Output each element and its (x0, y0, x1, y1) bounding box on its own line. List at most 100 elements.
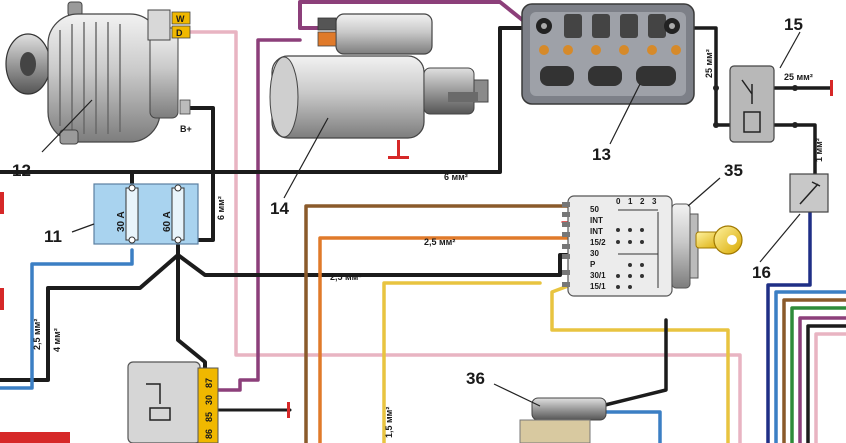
ign-pos-0: 0 (616, 197, 621, 206)
terminal-w (171, 11, 191, 25)
mount-block (521, 3, 695, 105)
wire-yellow-15 (550, 284, 730, 443)
wire-blue-right (774, 290, 846, 443)
wire-pink-right (814, 332, 846, 443)
callout-12: 12 (12, 161, 31, 180)
relay-pin-87: 87 (204, 378, 214, 388)
ign-pos-3: 3 (652, 197, 657, 206)
edge-mark-1 (0, 192, 4, 214)
starter (269, 13, 489, 139)
edge-mark-3 (0, 432, 70, 443)
wire-orange-int (318, 236, 570, 443)
ign-term-15-2: 15/2 (590, 238, 606, 247)
fuse-30a (125, 187, 139, 241)
callout-16: 16 (752, 263, 771, 282)
wire-blue-sensor (603, 410, 662, 443)
starter-drive (423, 67, 475, 115)
key-icon (695, 225, 743, 255)
gauge-15mm-v: 1,5 мм² (384, 407, 394, 438)
ignition-pins (562, 202, 570, 287)
starter-solenoid (335, 13, 433, 55)
callout-lines (41, 31, 801, 407)
sensor-36 (519, 397, 607, 443)
ign-term-15-1: 15/1 (590, 282, 606, 291)
gauge-25mm-left-v: 2,5 мм² (32, 319, 42, 350)
wire-black-relay15-b (773, 123, 817, 177)
label-d: D (176, 28, 183, 38)
wire-black-down-left (0, 253, 180, 382)
relay-15 (713, 65, 798, 143)
ign-term-int2: INT (590, 227, 603, 236)
edge-mark-2 (0, 288, 4, 310)
gauge-6mm-main: 6 мм² (444, 172, 468, 182)
wire-green-right (790, 306, 846, 443)
block-fuses-mid (539, 45, 681, 55)
relay-bottom-body (127, 361, 201, 443)
callout-11: 11 (44, 227, 62, 246)
block-terminals-top (536, 14, 680, 38)
ign-term-30-1: 30/1 (590, 271, 606, 280)
switch-16 (789, 173, 829, 213)
ignition-body (567, 195, 673, 297)
fuse-60a (171, 187, 185, 241)
terminal-d (171, 25, 191, 39)
wire-black-sensor (603, 318, 668, 407)
callout-13: 13 (592, 145, 611, 164)
relay-bottom: 87 30 85 86 (127, 361, 219, 443)
wire-purple-right (798, 316, 846, 443)
wire-brown-right (782, 298, 846, 443)
label-w: W (176, 14, 185, 24)
wire-purple-starter (298, 0, 532, 30)
gauge-4mm-left-v: 4 мм² (52, 328, 62, 352)
wire-yellow-mid (382, 281, 542, 443)
sensor-body (519, 419, 591, 443)
alternator: W D B+ (5, 1, 192, 145)
callout-15: 15 (784, 15, 803, 34)
relay-pin-86: 86 (204, 429, 214, 439)
relay-pin-30: 30 (204, 395, 214, 405)
sensor-connector (531, 397, 607, 421)
wire-pink-d (188, 30, 742, 443)
gauge-1mm-v: 1 мм² (814, 138, 824, 162)
callout-14: 14 (270, 199, 289, 218)
wire-purple-left (216, 38, 302, 392)
wire-black-main (0, 26, 532, 174)
ign-term-30: 30 (590, 249, 599, 258)
fuse-label-30a: 30 A (116, 211, 127, 232)
gauge-6mm-vert: 6 мм² (216, 196, 226, 220)
label-bplus: B+ (180, 124, 192, 134)
ignition-contacts (616, 209, 659, 289)
gauge-25mm-black: 2,5 мм² (330, 272, 361, 282)
callout-35: 35 (724, 161, 743, 180)
wire-navy-right (766, 208, 812, 443)
callout-36: 36 (466, 369, 485, 388)
ground-relay-bottom (287, 402, 290, 418)
ign-pos-1: 1 (628, 197, 633, 206)
ground-starter (397, 140, 400, 158)
relay-pin-85: 85 (204, 412, 214, 422)
wire-brown-50 (304, 204, 570, 443)
ground-symbols (0, 80, 833, 443)
terminal-bplus (179, 99, 191, 115)
relay-pin-strip (197, 367, 219, 443)
gauge-25mm-relay-h: 25 мм² (784, 72, 813, 82)
ground-relay15 (830, 80, 833, 96)
ignition-barrel (671, 203, 691, 289)
fuse-block-11: 30 A 60 A (93, 183, 199, 245)
ign-term-50: 50 (590, 205, 599, 214)
block-terminals-bottom (540, 66, 676, 86)
alternator-body (47, 13, 161, 143)
ignition-switch: 0 1 2 3 50 INT INT 15/2 30 P 30/1 15/1 (562, 195, 699, 297)
wire-black-right (806, 324, 846, 443)
ign-term-int1: INT (590, 216, 603, 225)
starter-terminal-orange (317, 31, 337, 47)
ign-pos-2: 2 (640, 197, 645, 206)
alternator-regulator (147, 9, 171, 41)
fuse-label-60a: 60 A (162, 211, 173, 232)
ign-term-p: P (590, 260, 596, 269)
wire-black-split (176, 243, 580, 277)
wire-blue-fuse (0, 248, 134, 390)
gauge-25mm-orange: 2,5 мм² (424, 237, 455, 247)
gauge-25mm-relay-v: 25 мм² (704, 49, 714, 78)
